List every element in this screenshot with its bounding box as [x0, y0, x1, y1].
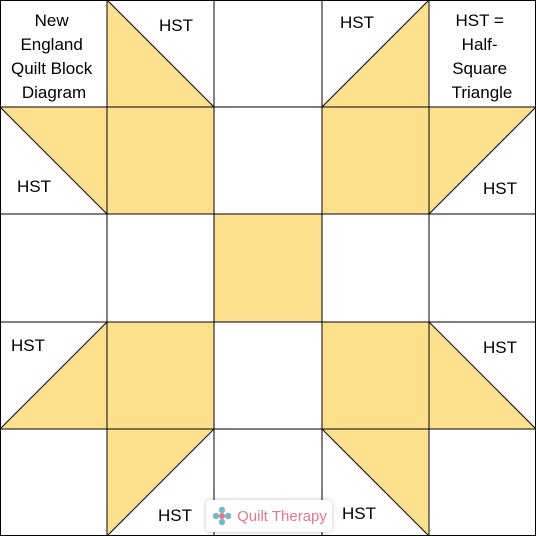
title-line: New: [35, 11, 70, 30]
logo-text: Quilt Therapy: [237, 507, 327, 525]
hst-label: HST: [158, 506, 192, 525]
square-row2-col4: [322, 107, 429, 214]
block-title: New England Quilt Block Diagram: [11, 11, 97, 102]
hst-label: HST: [11, 336, 45, 355]
hst-label: HST: [340, 13, 374, 32]
square-center: [214, 214, 322, 322]
hst-legend: HST = Half- Square Triangle: [452, 11, 513, 102]
legend-line: HST =: [455, 11, 503, 30]
title-line: England: [20, 35, 82, 54]
title-line: Diagram: [22, 83, 86, 102]
hst-label: HST: [483, 179, 517, 198]
hst-label: HST: [159, 16, 193, 35]
flower-icon: [212, 506, 232, 526]
square-row4-col2: [107, 322, 214, 429]
hst-label: HST: [483, 338, 517, 357]
hst-label: HST: [342, 504, 376, 523]
quilt-therapy-logo: Quilt Therapy: [206, 500, 332, 532]
hst-label: HST: [17, 177, 51, 196]
square-row2-col2: [107, 107, 214, 214]
legend-line: Square: [452, 59, 507, 78]
legend-line: Triangle: [452, 83, 513, 102]
title-line: Quilt Block: [11, 59, 93, 78]
legend-line: Half-: [462, 35, 498, 54]
square-row4-col4: [322, 322, 429, 429]
